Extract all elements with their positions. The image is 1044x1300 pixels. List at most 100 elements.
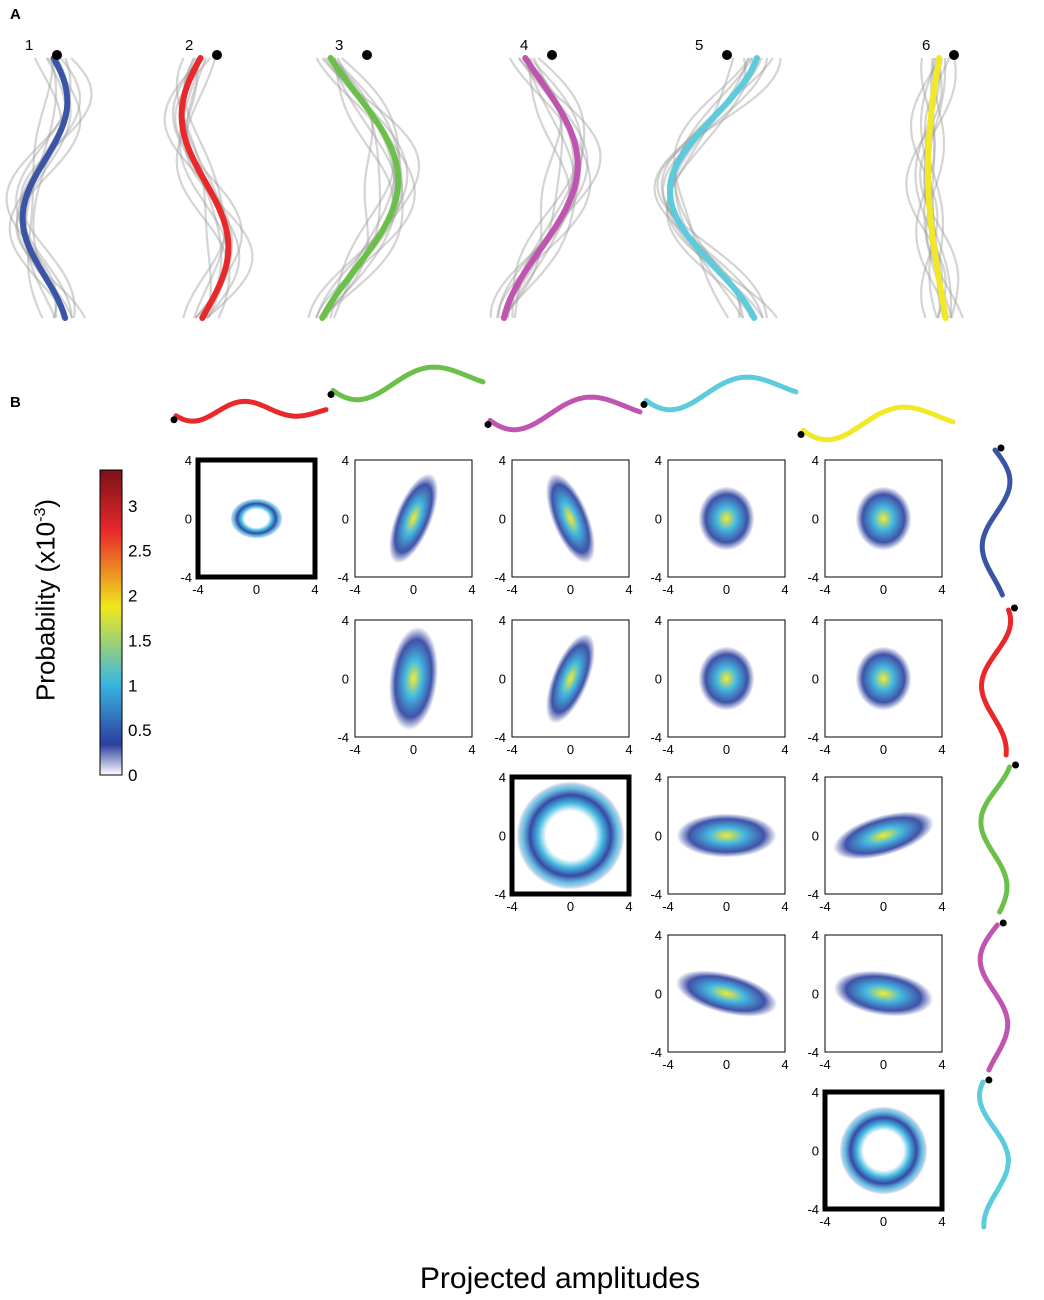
density-blob [389,626,438,731]
column-traces [170,364,956,443]
histogram-frame [354,459,473,578]
histogram-frame [667,459,786,578]
trace-5-overlay [674,57,753,319]
y-tick-label: -4 [807,1202,819,1217]
row-trace-line [978,764,1012,915]
y-tick-label: 0 [342,672,349,687]
y-tick-label: 4 [655,770,662,785]
trace-group-5: 5 [653,37,782,321]
row-trace-marker [997,444,1005,452]
x-tick-label: 0 [567,582,574,597]
x-tick-label: 4 [938,899,945,914]
colorbar-tick-1: 0.5 [128,721,152,740]
x-tick-label: -4 [819,1214,831,1229]
x-tick-label: 0 [723,899,730,914]
y-tick-label: -4 [337,570,349,585]
x-tick-label: 0 [880,1214,887,1229]
y-tick-label: -4 [494,730,506,745]
histogram-1-4 [667,459,786,578]
row-trace-line [979,447,1013,598]
trace-2-overlay [175,57,213,319]
column-trace-line [643,374,799,413]
x-tick-label: -4 [192,582,204,597]
row-trace-line [976,1079,1011,1230]
x-tick-label: 4 [625,899,632,914]
trace-3-marker [362,50,372,60]
colorbar-tick-3: 1.5 [128,631,152,650]
x-tick-label: 4 [311,582,318,597]
trace-1-label: 1 [25,37,33,54]
column-trace-marker [170,416,178,424]
x-tick-label: 0 [567,899,574,914]
y-tick-label: -4 [494,887,506,902]
histogram-2-5 [824,619,943,738]
y-tick-label: 0 [812,987,819,1002]
trace-5-marker [722,50,732,60]
trace-1-overlay [19,57,93,319]
trace-2-label: 2 [185,37,193,54]
trace-4-overlay [508,57,578,319]
histogram-frame [824,776,943,895]
trace-4-label: 4 [520,37,528,54]
y-tick-label: 4 [499,453,506,468]
y-tick-label: 0 [499,829,506,844]
density-blob [855,486,912,551]
x-tick-label: -4 [349,742,361,757]
x-tick-label: 0 [880,899,887,914]
row-trace-3 [978,761,1020,915]
x-tick-label: 4 [468,742,475,757]
column-trace-line [173,398,329,424]
y-tick-label: -4 [494,570,506,585]
histogram-frame [667,619,786,738]
x-tick-label: 0 [723,1057,730,1072]
x-tick-label: -4 [506,742,518,757]
trace-group-3: 3 [307,37,421,321]
trace-1-mean [19,55,71,321]
colorbar-tick-5: 2.5 [128,542,152,561]
histogram-2-3 [511,619,630,738]
column-trace-line [330,364,486,403]
x-tick-label: 0 [410,582,417,597]
column-trace-marker [797,431,805,439]
trace-4-mean [501,55,581,321]
x-tick-label: 4 [625,742,632,757]
histogram-1-3 [511,459,630,578]
trace-1-marker [52,50,62,60]
trace-4-overlay [489,57,571,319]
row-trace-1 [979,444,1013,598]
x-tick-label: -4 [662,582,674,597]
x-tick-label: 4 [781,742,788,757]
trace-group-1: 1 [5,37,93,321]
histogram-2-4 [667,619,786,738]
trace-3-mean [319,55,402,321]
density-blob [545,633,596,724]
trace-5-overlay [656,57,782,319]
x-tick-label: 0 [880,1057,887,1072]
y-tick-label: 0 [499,672,506,687]
column-trace-line [487,394,643,433]
column-trace-3 [484,394,643,433]
y-tick-label: 0 [342,512,349,527]
column-trace-marker [327,391,335,399]
x-tick-label: -4 [662,742,674,757]
histogram-1-2 [354,459,473,578]
row-trace-marker [999,919,1007,927]
histogram-5-5 [822,1089,945,1212]
histogram-frame [824,459,943,578]
x-tick-label: -4 [819,742,831,757]
density-blob [388,473,439,564]
density-blob [833,811,934,860]
y-tick-label: -4 [807,887,819,902]
column-trace-line [800,404,956,443]
histogram-frame [824,619,943,738]
y-tick-label: 0 [812,672,819,687]
colorbar [99,469,123,776]
trace-group-6: 6 [905,37,964,321]
x-tick-label: -4 [506,899,518,914]
y-tick-label: 0 [655,512,662,527]
histogram-frame [511,619,630,738]
y-tick-label: 4 [812,1085,819,1100]
column-trace-4 [640,374,799,413]
row-trace-line [978,607,1014,758]
trace-6-overlay [914,57,944,319]
